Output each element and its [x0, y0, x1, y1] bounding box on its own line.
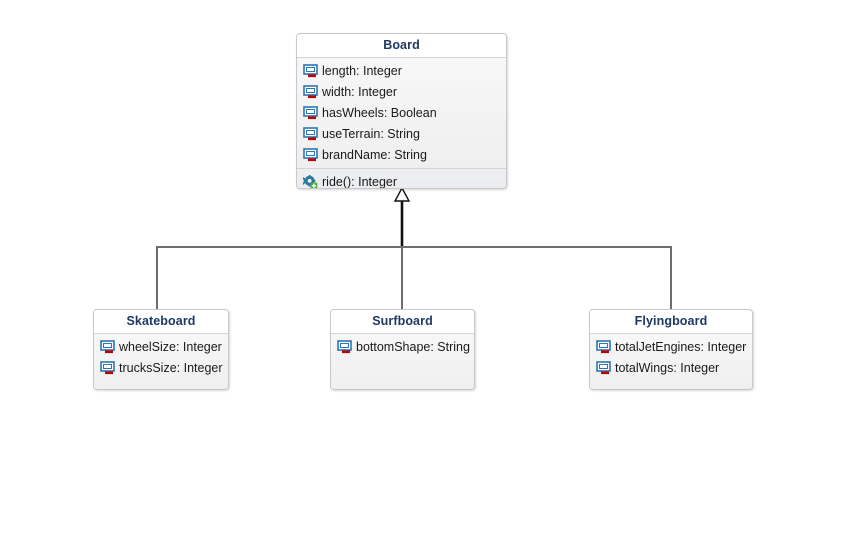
attribute-label: wheelSize: Integer [119, 339, 222, 354]
attribute-row[interactable]: trucksSize: Integer [94, 357, 228, 378]
attribute-icon [100, 360, 115, 375]
attribute-row[interactable]: totalJetEngines: Integer [590, 336, 752, 357]
attribute-row[interactable]: brandName: String [297, 144, 506, 165]
uml-class-skateboard[interactable]: Skateboard wheelSize: Integer [93, 309, 229, 390]
attribute-row[interactable]: width: Integer [297, 81, 506, 102]
attribute-row[interactable]: length: Integer [297, 60, 506, 81]
class-title-flyingboard: Flyingboard [590, 310, 752, 334]
attribute-icon [100, 339, 115, 354]
attribute-row[interactable]: hasWheels: Boolean [297, 102, 506, 123]
attribute-label: totalWings: Integer [615, 360, 720, 375]
attribute-label: totalJetEngines: Integer [615, 339, 747, 354]
class-title-skateboard: Skateboard [94, 310, 228, 334]
attribute-icon [596, 360, 611, 375]
attribute-label: brandName: String [322, 147, 427, 162]
attribute-icon [596, 339, 611, 354]
attribute-row[interactable]: useTerrain: String [297, 123, 506, 144]
attribute-label: hasWheels: Boolean [322, 105, 437, 120]
operation-icon [303, 174, 318, 188]
class-title-board: Board [297, 34, 506, 58]
attribute-label: useTerrain: String [322, 126, 420, 141]
uml-class-flyingboard[interactable]: Flyingboard totalJetEngines: Integer [589, 309, 753, 390]
attribute-icon [303, 126, 318, 141]
class-title-surfboard: Surfboard [331, 310, 474, 334]
attribute-row[interactable]: totalWings: Integer [590, 357, 752, 378]
generalization-arrowhead [393, 186, 411, 202]
attribute-icon [303, 84, 318, 99]
attribute-label: length: Integer [322, 63, 402, 78]
class-attributes-flyingboard: totalJetEngines: Integer totalWings: Int… [590, 334, 752, 389]
attribute-label: trucksSize: Integer [119, 360, 223, 375]
uml-class-surfboard[interactable]: Surfboard bottomShape: String [330, 309, 475, 390]
uml-class-board[interactable]: Board length: Integer [296, 33, 507, 189]
attribute-icon [303, 147, 318, 162]
class-attributes-surfboard: bottomShape: String [331, 334, 474, 389]
attribute-row[interactable]: bottomShape: String [331, 336, 474, 357]
attribute-label: bottomShape: String [356, 339, 470, 354]
attribute-row[interactable]: wheelSize: Integer [94, 336, 228, 357]
operation-label: ride(): Integer [322, 174, 398, 189]
attribute-label: width: Integer [322, 84, 398, 99]
class-attributes-skateboard: wheelSize: Integer trucksSize: Integer [94, 334, 228, 389]
operation-row[interactable]: ride(): Integer [297, 171, 506, 189]
attribute-icon [303, 105, 318, 120]
attribute-icon [337, 339, 352, 354]
attribute-icon [303, 63, 318, 78]
class-operations-board: ride(): Integer [297, 168, 506, 189]
class-attributes-board: length: Integer width: Integer [297, 58, 506, 168]
